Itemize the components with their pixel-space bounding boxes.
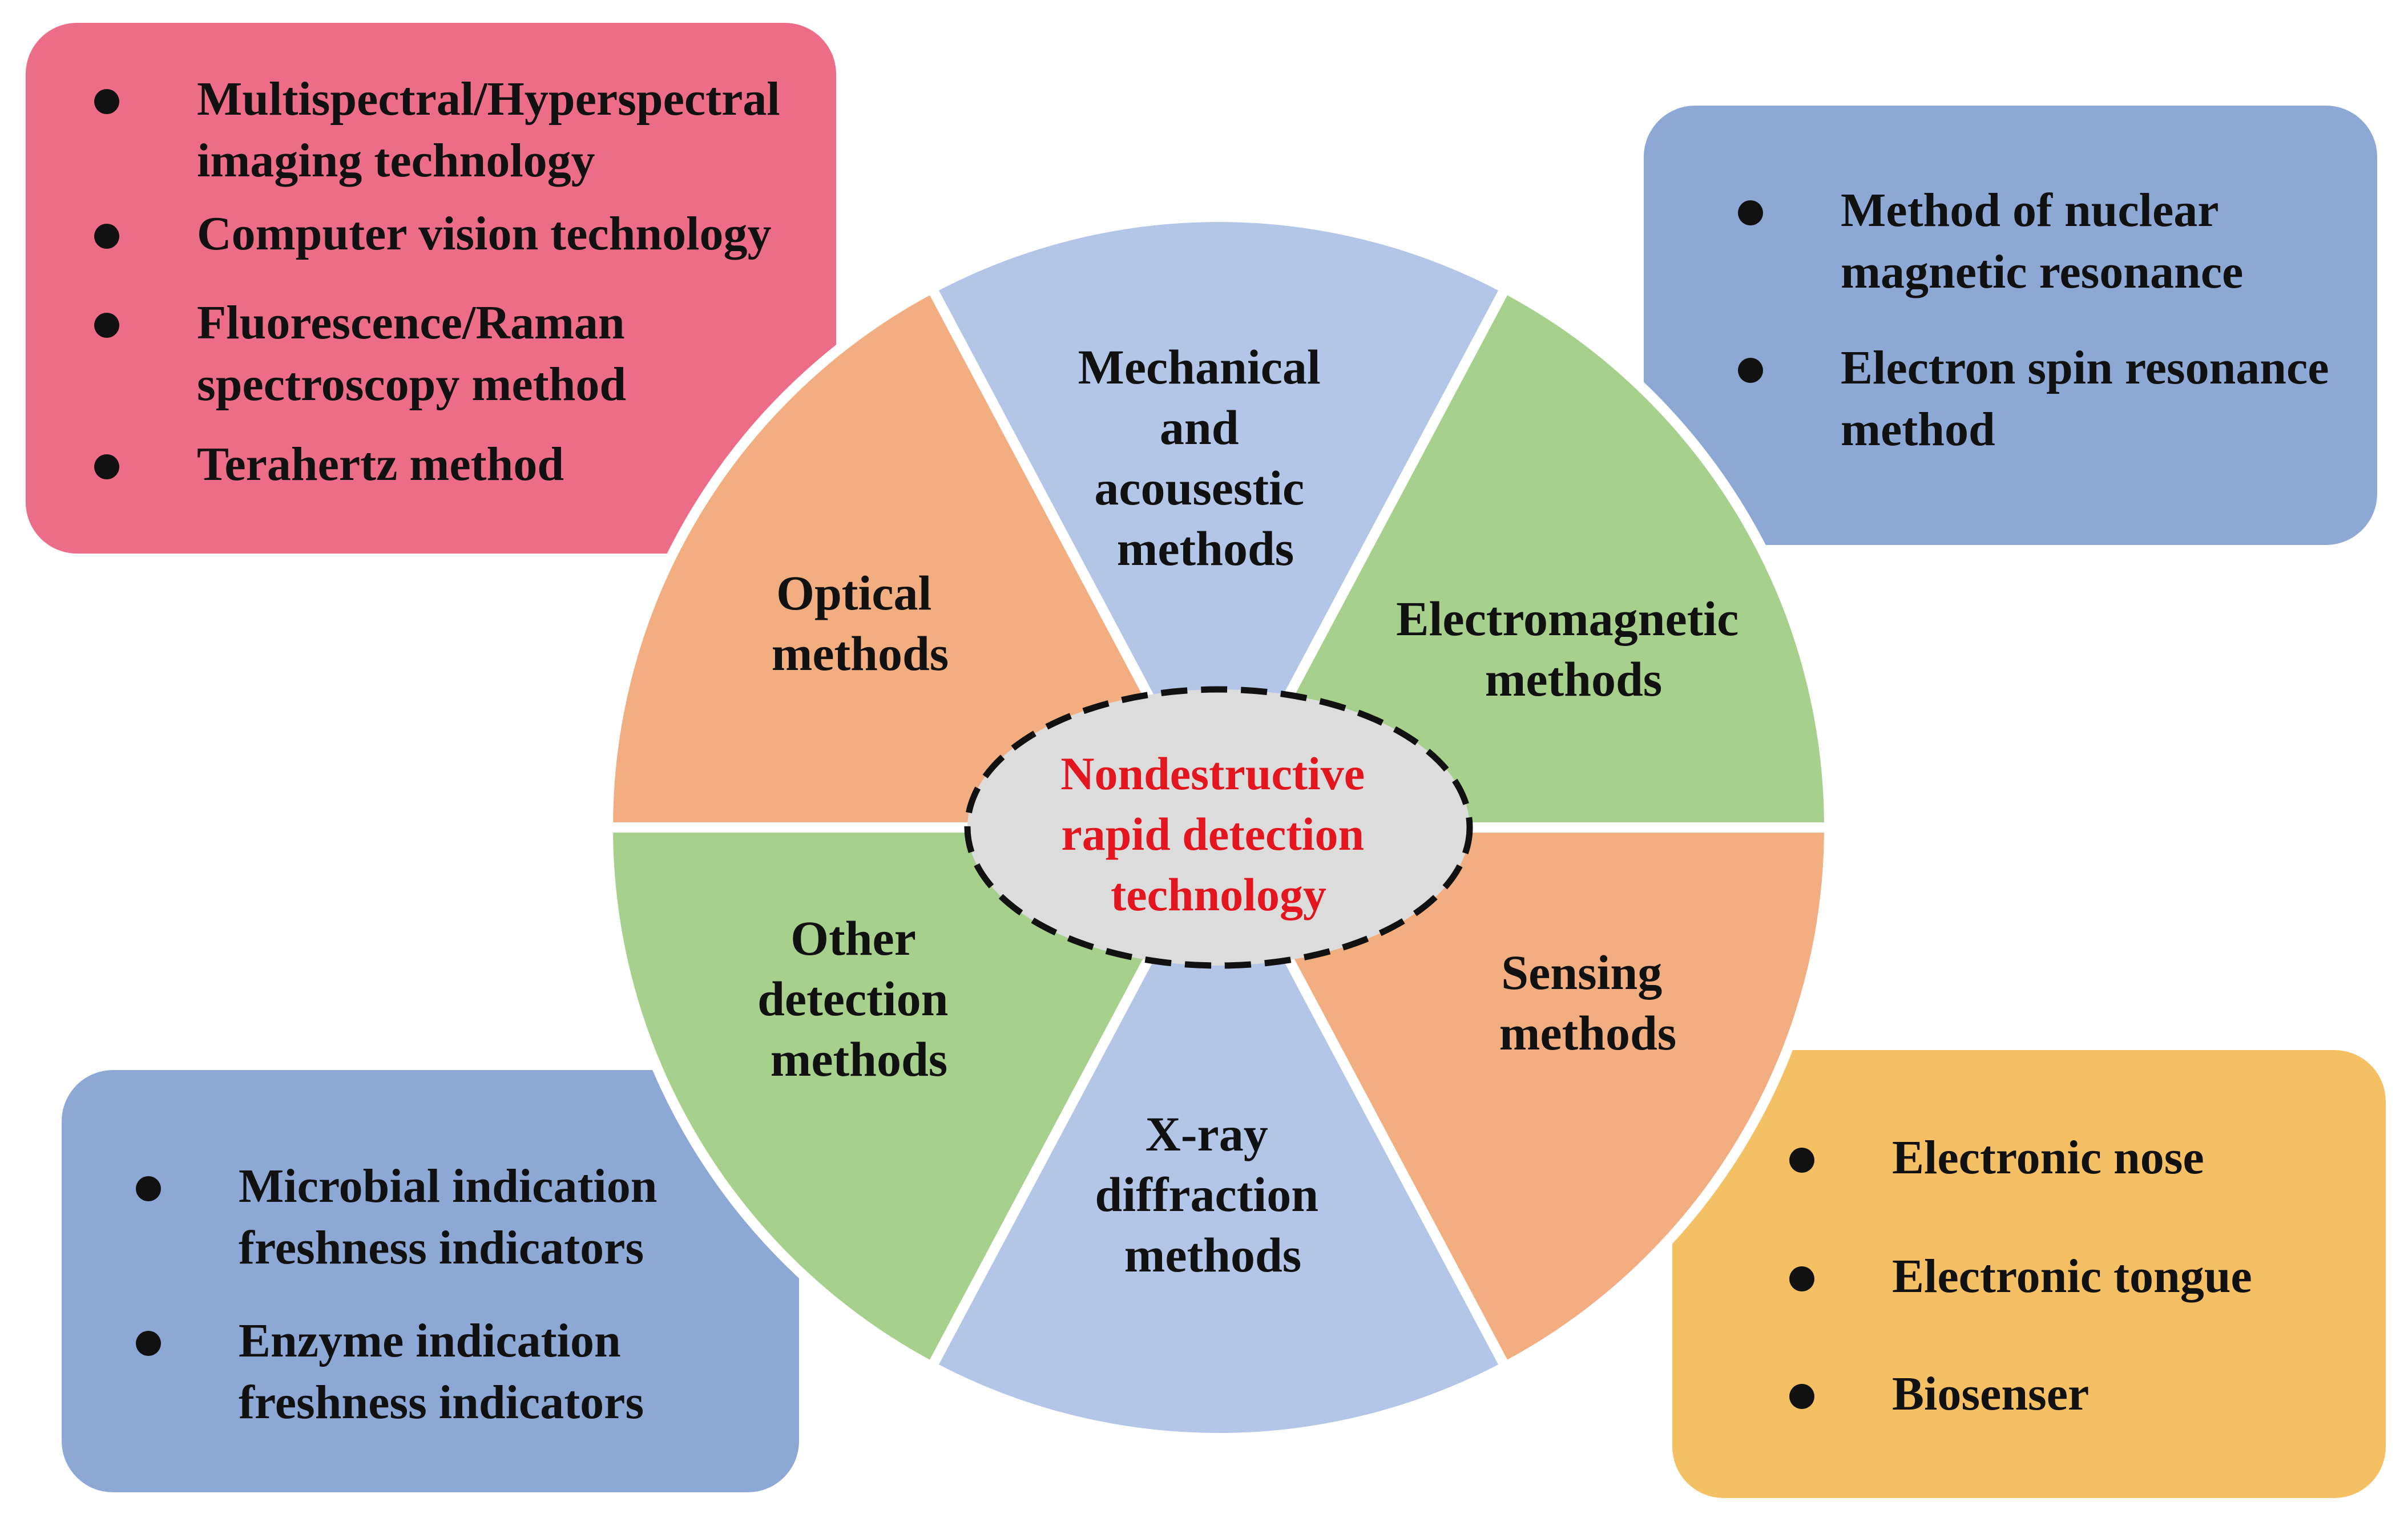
bullet-icon [1738,200,1763,225]
segment-xray [926,822,1511,1443]
segment-sensing [1213,822,1834,1372]
optical-methods-box: Multispectral/Hyperspectral imaging tech… [26,23,836,554]
segment-optical [603,283,1224,833]
bullet-icon [1738,358,1763,383]
segment-electromagnetic-label: Electromagnetic methods [1396,591,1751,706]
segment-sensing-label: Sensing methods [1499,945,1677,1060]
other-detection-methods-box: Microbial indication freshness indicator… [62,1070,799,1492]
center-ellipse [964,686,1473,969]
list-item: Enzyme indication freshness indicators [136,1310,792,1434]
list-item: Electronic tongue [1789,1246,2377,1307]
list-item: Electron spin resonance method [1738,337,2371,461]
list-item: Terahertz method [94,434,830,495]
bullet-icon [1789,1384,1814,1409]
list-item: Microbial indication freshness indicator… [136,1156,792,1279]
center-title: Nondestructive rapid detection technolog… [1060,748,1376,921]
bullet-icon [94,454,119,479]
bullet-icon [94,89,119,114]
bullet-icon [94,313,119,338]
segment-xray-label: X-ray diffraction methods [1095,1107,1330,1282]
bullet-icon [1789,1266,1814,1291]
segment-other [603,822,1224,1372]
sensing-methods-box: Electronic nose Electronic tongue Biosen… [1672,1050,2386,1498]
list-item: Multispectral/Hyperspectral imaging tech… [94,68,830,192]
bullet-icon [94,224,119,249]
other-detection-methods-list: Microbial indication freshness indicator… [136,1156,792,1434]
list-item: Biosenser [1789,1363,2377,1425]
bullet-icon [136,1331,161,1356]
list-item: Electronic nose [1789,1127,2377,1189]
bullet-icon [136,1176,161,1201]
bullet-icon [1789,1148,1814,1173]
electromagnetic-methods-box: Method of nuclear magnetic resonance Ele… [1644,106,2377,545]
list-item: Computer vision technology [94,203,830,265]
optical-methods-list: Multispectral/Hyperspectral imaging tech… [94,68,830,495]
sensing-methods-list: Electronic nose Electronic tongue Biosen… [1789,1127,2377,1425]
segment-optical-label: Optical methods [772,566,949,681]
segment-electromagnetic [1213,283,1834,833]
segment-mechanical [926,212,1511,833]
segment-other-label: Other detection methods [757,911,961,1087]
list-item: Method of nuclear magnetic resonance [1738,180,2371,303]
electromagnetic-methods-list: Method of nuclear magnetic resonance Ele… [1738,180,2371,461]
segment-mechanical-label: Mechanical and acousestic methods [1078,340,1333,576]
list-item: Fluorescence/Raman spectroscopy method [94,292,830,415]
